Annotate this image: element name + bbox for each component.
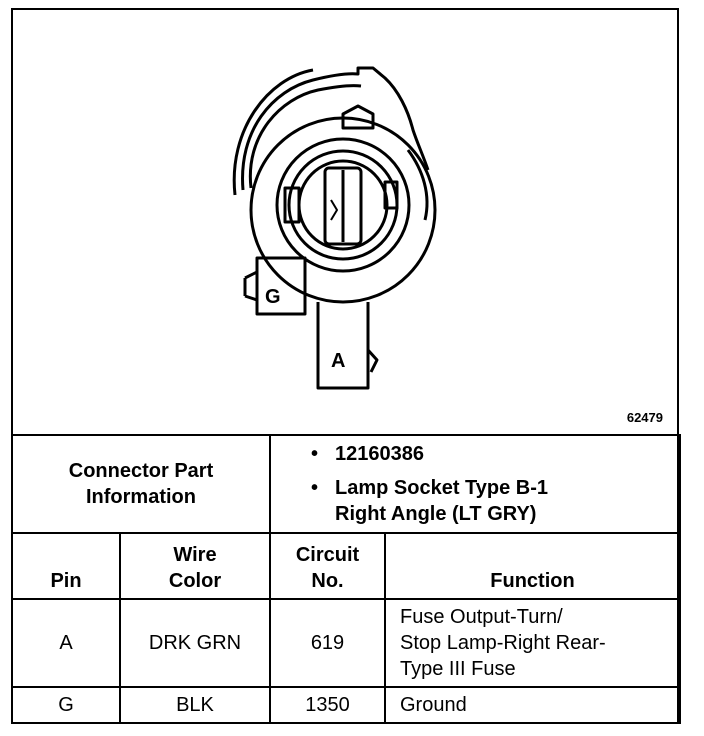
pin-cell: A <box>11 598 121 688</box>
socket-type: Lamp Socket Type B-1 Right Angle (LT GRY… <box>311 475 679 527</box>
connector-diagram-frame: G A 62479 Connector Part Information 121… <box>11 8 681 724</box>
header-pin: Pin <box>11 532 121 600</box>
connector-figure: G A 62479 <box>13 10 677 434</box>
table-row: A DRK GRN 619 Fuse Output-Turn/ Stop Lam… <box>11 598 681 688</box>
header-function: Function <box>384 532 681 600</box>
lamp-socket-drawing <box>232 66 437 390</box>
wire-color-cell: DRK GRN <box>119 598 271 688</box>
function-cell: Ground <box>384 686 681 724</box>
connector-part-label: Connector Part Information <box>11 434 271 534</box>
connector-part-row: Connector Part Information 12160386 Lamp… <box>11 434 681 534</box>
function-cell: Fuse Output-Turn/ Stop Lamp-Right Rear- … <box>384 598 681 688</box>
figure-number: 62479 <box>626 410 663 425</box>
circuit-cell: 1350 <box>269 686 386 724</box>
table-header-row: Pin Wire Color Circuit No. Function <box>11 532 681 600</box>
connector-part-info: 12160386 Lamp Socket Type B-1 Right Angl… <box>269 434 681 534</box>
pin-a-label: A <box>331 350 346 372</box>
table-row: G BLK 1350 Ground <box>11 686 681 724</box>
wire-color-cell: BLK <box>119 686 271 724</box>
pin-g-label: G <box>265 286 281 308</box>
connector-table: Connector Part Information 12160386 Lamp… <box>11 434 681 724</box>
circuit-cell: 619 <box>269 598 386 688</box>
header-wire-color: Wire Color <box>119 532 271 600</box>
part-number: 12160386 <box>311 441 679 467</box>
header-circuit-no: Circuit No. <box>269 532 386 600</box>
pin-cell: G <box>11 686 121 724</box>
